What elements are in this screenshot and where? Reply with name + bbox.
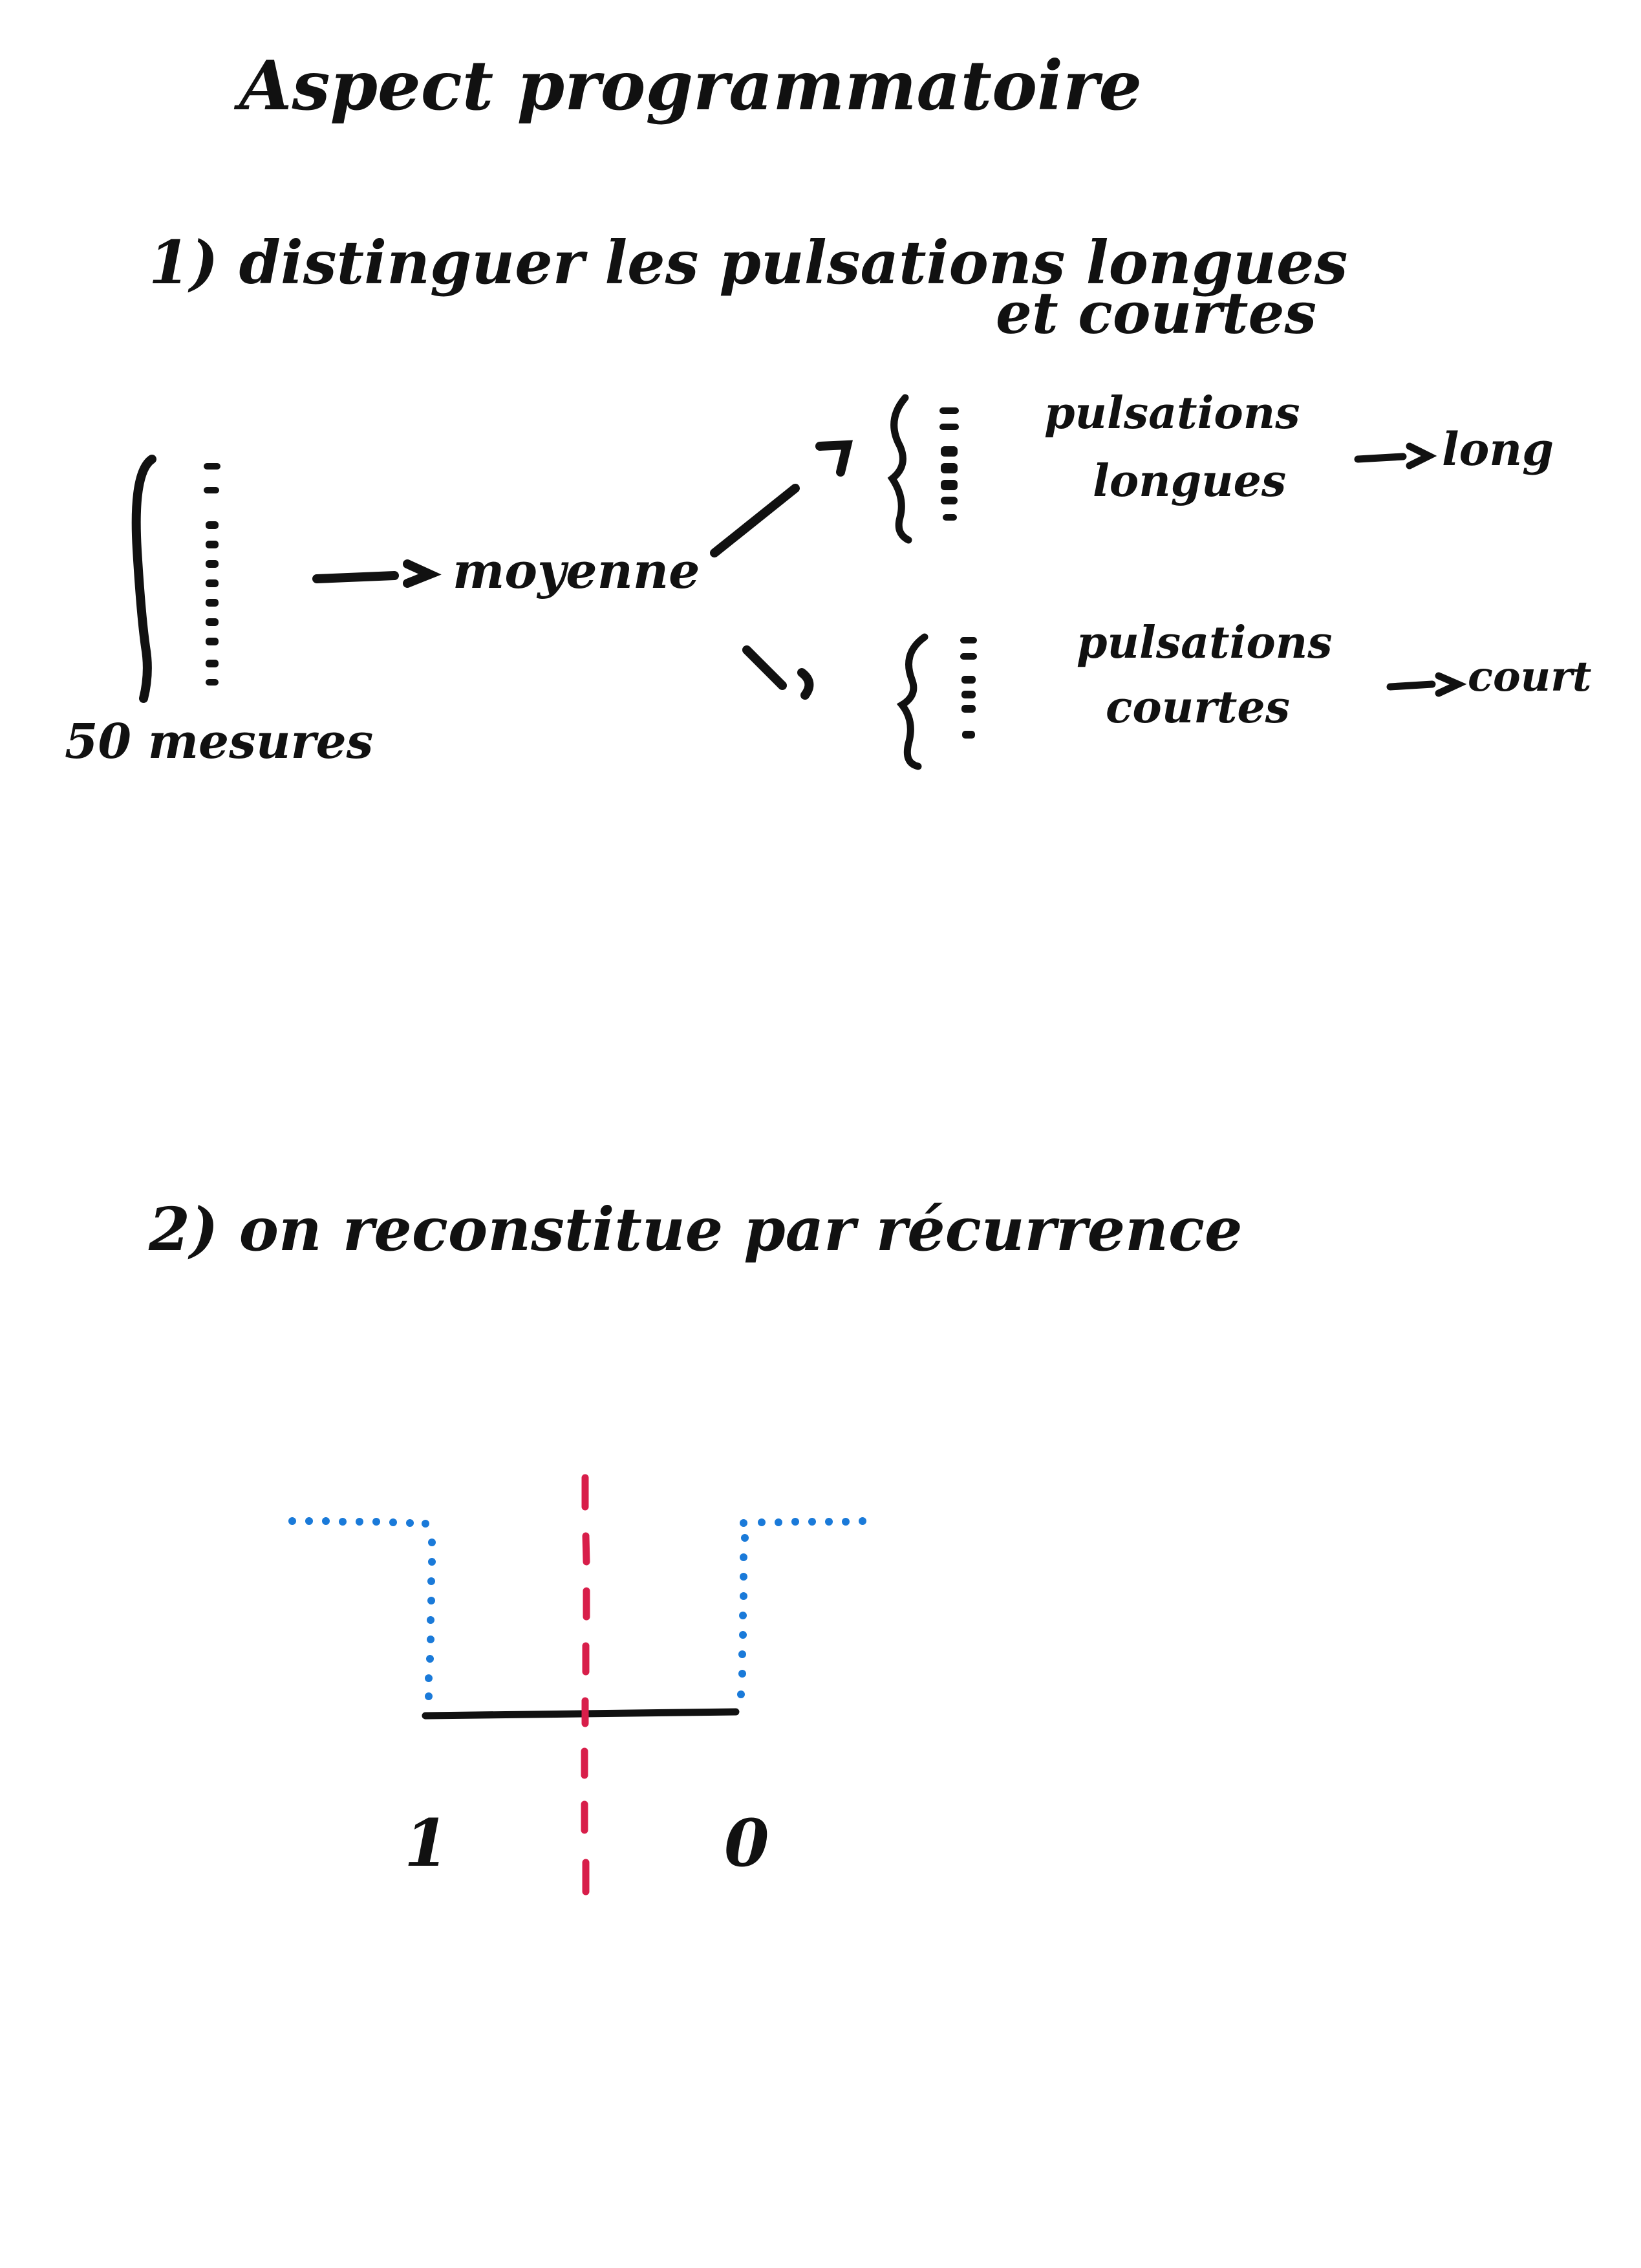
short-ticks [960,637,977,739]
average-label: moyenne [453,542,700,599]
measures-ticks [204,463,220,686]
bit-one-label: 1 [404,1805,449,1881]
long-group-label: pulsations [1044,387,1300,439]
measures-brace [131,455,156,703]
arrow-down-branch [742,645,814,700]
page-title: Aspect programmatoire [239,45,1142,125]
long-result-label: long [1442,422,1554,476]
arrow-to-long [1354,442,1437,470]
bit-zero-label: 0 [724,1805,769,1881]
step1-heading-continued: et courtes [996,279,1317,347]
long-group-label-2: longues [1093,455,1287,507]
step2-heading: 2) on reconstitue par récurrence [149,1194,1243,1264]
short-group-label-2: courtes [1106,682,1290,733]
arrow-to-average [312,559,442,588]
blue-dotted-signal [288,1517,866,1700]
red-dashed-midline [581,1474,590,1895]
long-brace [887,394,912,544]
measures-label: 50 mesures [65,714,374,770]
short-group-label: pulsations [1077,617,1333,669]
short-brace [896,633,928,770]
step1-heading: 1) distinguer les pulsations longues [149,228,1348,297]
arrow-to-short [1386,672,1467,697]
long-ticks [939,407,959,521]
black-baseline [422,1708,740,1720]
arrow-up-branch [710,440,853,557]
short-result-label: court [1468,653,1592,701]
